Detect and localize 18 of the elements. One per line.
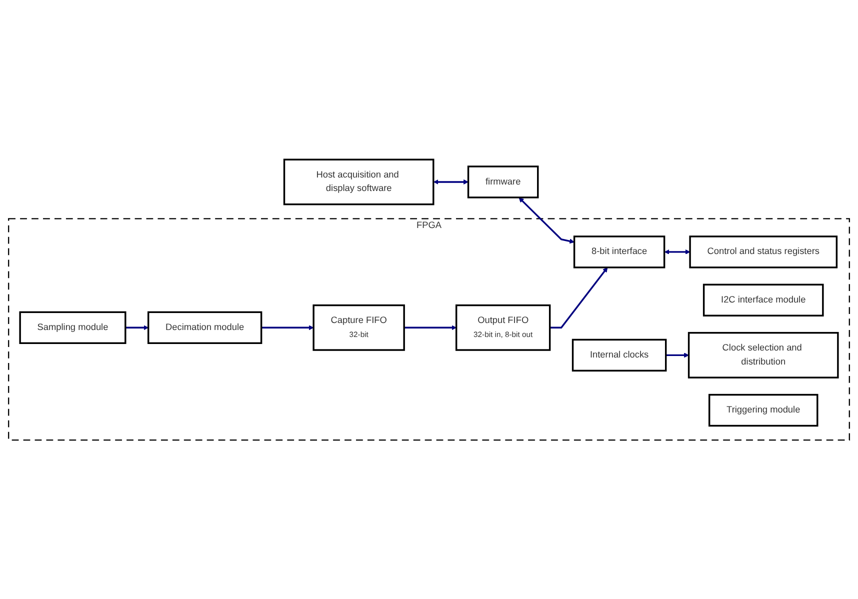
node-box: Control and status registers	[689, 235, 838, 268]
node-box: Triggering module	[708, 394, 818, 426]
arrow	[404, 324, 457, 330]
node-box: firmware	[467, 165, 539, 198]
arrow	[518, 197, 575, 244]
node-box: I2C interface module	[702, 283, 824, 316]
node-box: Decimation module	[147, 310, 262, 344]
arrow	[550, 266, 608, 328]
arrow	[261, 324, 314, 330]
node-box: Sampling module	[19, 310, 126, 344]
arrow	[433, 179, 468, 184]
arrow	[125, 324, 149, 330]
arrow	[666, 352, 690, 358]
arrow	[664, 249, 690, 254]
node-box: Clock selection and distribution	[688, 332, 839, 378]
node-box: 8-bit interface	[573, 235, 666, 268]
node-box: Host acquisition and display software	[283, 158, 434, 205]
node-box: Internal clocks	[572, 338, 667, 372]
